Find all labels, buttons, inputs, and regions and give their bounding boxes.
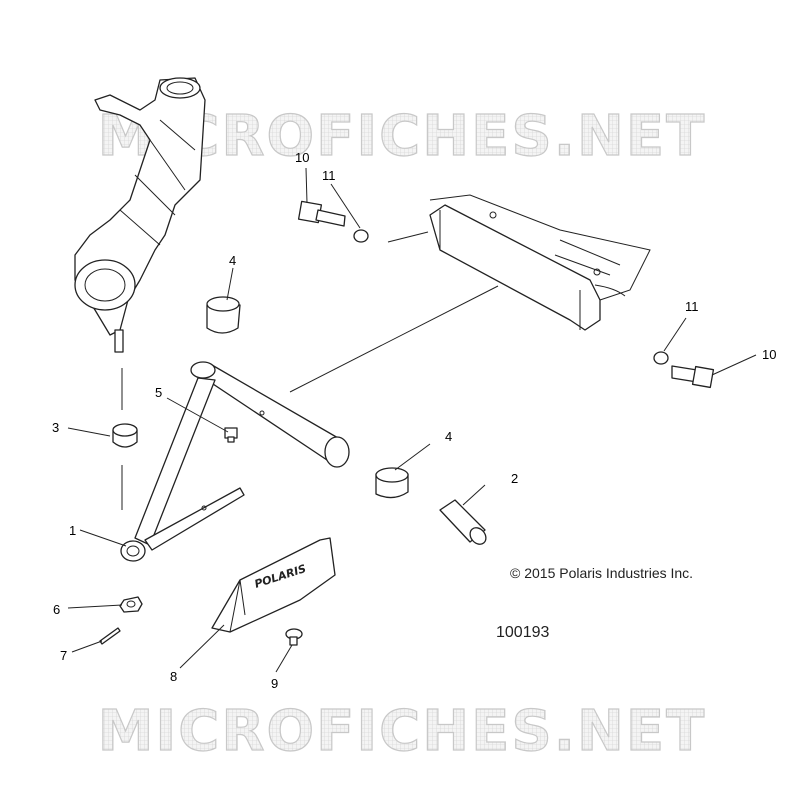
watermark-bottom: MICROFICHES.NET [98, 699, 707, 764]
part-9-screw [285, 628, 303, 646]
callout-11-lower: 11 [685, 299, 699, 314]
callout-7: 7 [60, 648, 67, 663]
callout-8: 8 [170, 669, 177, 684]
callout-9: 9 [271, 676, 278, 691]
part-6-nut [119, 596, 143, 613]
callout-3: 3 [52, 420, 59, 435]
part-3-bushing-cap [112, 423, 138, 448]
callout-10-lower: 10 [762, 347, 776, 362]
callout-10-upper: 10 [295, 150, 309, 165]
part-11-washer-upper [353, 229, 369, 243]
callout-6: 6 [53, 602, 60, 617]
part-8-guard: POLARIS [211, 537, 336, 633]
frame-bracket [429, 194, 651, 331]
callout-2: 2 [511, 471, 518, 486]
callout-11-upper: 11 [322, 168, 336, 183]
part-11-washer-lower [653, 351, 669, 365]
diagram-number: 100193 [496, 624, 549, 641]
part-4-bushing-upper [206, 296, 241, 334]
part-5-grease-fitting [224, 427, 238, 443]
part-4-bushing-lower [375, 467, 409, 499]
callout-4-upper: 4 [229, 253, 236, 268]
part-1-a-arm [120, 361, 350, 562]
part-7-cotter-pin [99, 627, 121, 645]
part-10-bolt-lower [671, 365, 715, 389]
steering-knuckle [74, 77, 206, 353]
copyright-text: © 2015 Polaris Industries Inc. [510, 565, 693, 581]
part-2-tube [439, 499, 487, 545]
callout-5: 5 [155, 385, 162, 400]
callout-1: 1 [69, 523, 76, 538]
callout-4-lower: 4 [445, 429, 452, 444]
part-10-bolt-upper [297, 200, 346, 227]
